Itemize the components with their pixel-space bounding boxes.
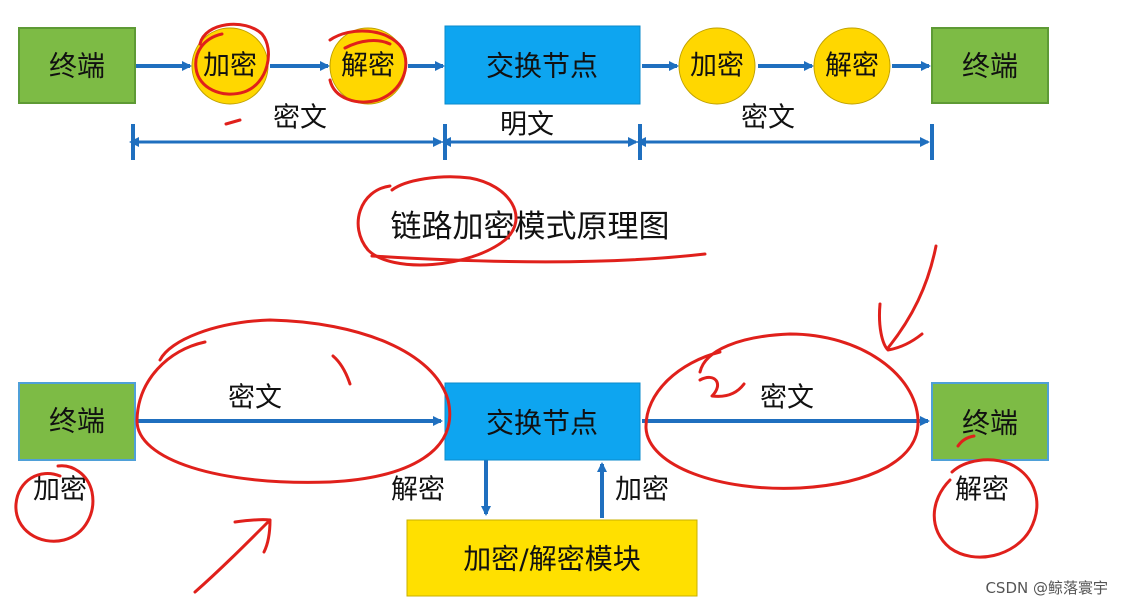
- annotation-tick-right-terminal: [956, 434, 976, 448]
- annotation-circle-decrypt-1: [328, 29, 408, 104]
- span-label-left: 密文: [273, 103, 327, 134]
- annotation-caption-underline: [370, 252, 707, 264]
- annotation-caption-circle: [356, 175, 518, 267]
- top-flow: 终端 加密 解密 交换节点 加密 解密 终端: [18, 25, 1049, 105]
- span-label-middle: 明文: [500, 110, 554, 141]
- bottom-left-link-label: 密文: [228, 383, 282, 414]
- top-switch-node-box: [444, 25, 641, 105]
- annotation-right-ellipse: [644, 332, 920, 490]
- bottom-up-encrypt-label: 加密: [615, 475, 669, 506]
- annotation-arrow-bottom-left: [193, 518, 272, 594]
- bottom-switch-node-label: 交换节点: [486, 407, 598, 440]
- annotation-circle-right-decrypt: [932, 458, 1039, 559]
- annotation-arrow-top-right: [878, 244, 938, 352]
- top-encrypt-label-2: 加密: [690, 51, 744, 82]
- bottom-terminal-left-box: [18, 382, 136, 461]
- top-span-markers: 密文 明文 密文: [129, 103, 934, 160]
- annotation-tick-1: [331, 354, 352, 386]
- top-encrypt-circle-2: [678, 27, 756, 105]
- top-terminal-right-label: 终端: [962, 50, 1018, 83]
- top-decrypt-label-1: 解密: [341, 51, 395, 82]
- annotation-circle-encrypt-1: [194, 22, 270, 96]
- annotation-dash: [224, 118, 242, 126]
- csdn-watermark: CSDN @鲸落寰宇: [985, 579, 1108, 597]
- bottom-right-link-label: 密文: [760, 383, 814, 414]
- red-annotations: [14, 22, 1039, 594]
- annotation-tick-2: [698, 375, 746, 398]
- top-terminal-left-box: [18, 27, 136, 104]
- top-terminal-left-label: 终端: [49, 50, 105, 83]
- top-switch-node-label: 交换节点: [486, 50, 598, 83]
- bottom-terminal-right-box: [931, 382, 1049, 461]
- annotation-circle-left-encrypt: [14, 464, 95, 543]
- bottom-terminal-left-label: 终端: [49, 405, 105, 438]
- bottom-right-decrypt-label: 解密: [955, 475, 1009, 506]
- span-label-right: 密文: [741, 103, 795, 134]
- bottom-switch-node-box: [444, 382, 641, 461]
- bottom-flow: 终端 交换节点 终端 加密/解密模块 密文 密文 加密 解密 加密 解密: [18, 382, 1049, 597]
- annotation-left-ellipse: [135, 318, 452, 484]
- top-decrypt-circle-2: [813, 27, 891, 105]
- bottom-terminal-right-label: 终端: [962, 407, 1018, 440]
- bottom-down-decrypt-label: 解密: [391, 475, 445, 506]
- top-encrypt-label-1: 加密: [203, 51, 257, 82]
- bottom-left-encrypt-label: 加密: [33, 475, 87, 506]
- diagram-caption: 链路加密模式原理图: [391, 209, 670, 245]
- encrypt-decrypt-module-label: 加密/解密模块: [463, 543, 640, 576]
- encrypt-decrypt-module-box: [406, 519, 698, 597]
- top-decrypt-label-2: 解密: [825, 51, 879, 82]
- top-terminal-right-box: [931, 27, 1049, 104]
